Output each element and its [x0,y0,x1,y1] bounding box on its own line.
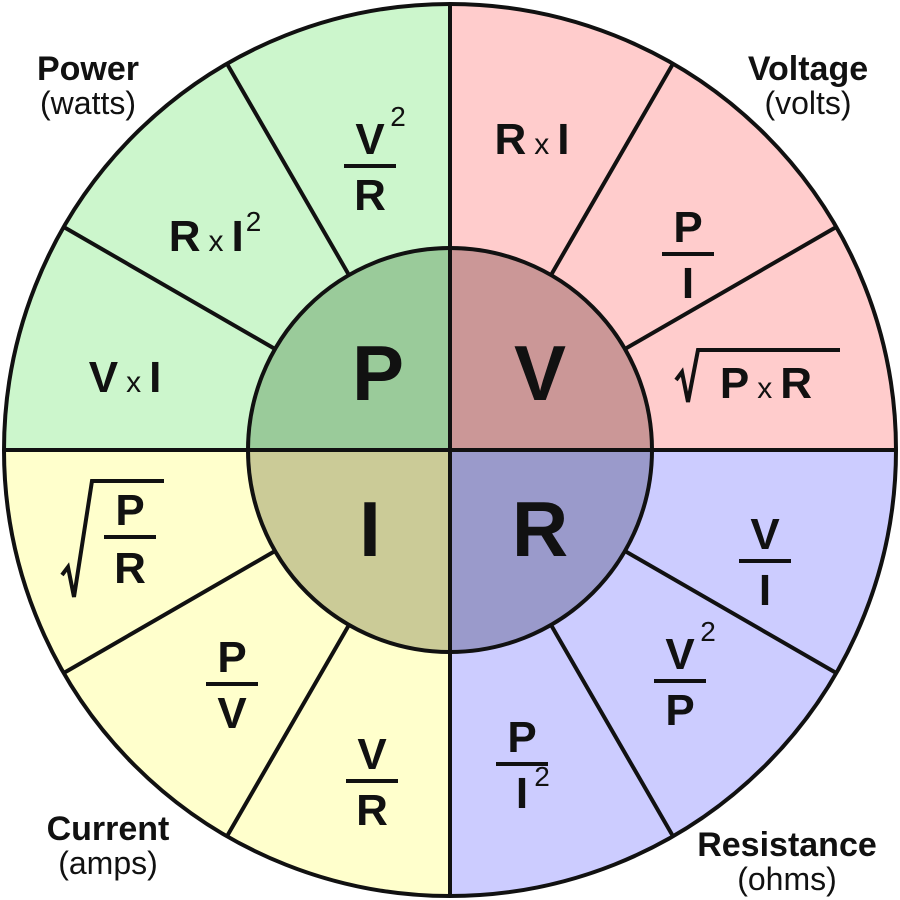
center-letter-power: P [352,329,404,417]
center-letter-voltage: V [514,329,566,417]
spoke-current-1 [225,623,351,838]
inner-sector-power [248,248,450,450]
spoke-voltage-2 [623,225,838,351]
svg-text:R: R [356,786,388,835]
corner-unit-power: (watts) [40,85,136,121]
svg-text:P: P [507,713,536,762]
corner-unit-current: (amps) [58,845,158,881]
svg-text:I: I [759,566,771,615]
svg-text:I: I [516,769,528,818]
spoke-power-1 [62,225,277,351]
svg-text:VxI: VxI [89,353,162,402]
corner-label-resistance: Resistance (ohms) [672,828,900,895]
corner-title-power: Power [36,50,140,88]
formula-current-1: PR [60,479,164,598]
corner-unit-resistance: (ohms) [737,861,837,897]
formula-current-2: PV [206,633,258,738]
corner-title-resistance: Resistance [697,826,877,864]
svg-text:2: 2 [700,616,716,647]
svg-text:R: R [512,485,568,573]
svg-text:R: R [114,544,146,593]
center-letter-resistance: R [512,485,568,573]
corner-title-voltage: Voltage [747,50,869,88]
svg-text:R: R [354,171,386,220]
corner-unit-voltage: (volts) [764,85,852,121]
inner-sector-resistance [450,450,652,652]
corner-label-power: Power (watts) [18,52,158,119]
svg-text:I: I [359,485,381,573]
spoke-current-2 [62,549,277,675]
corner-title-current: Current [46,810,170,848]
svg-text:RxI: RxI [494,115,569,164]
svg-text:I: I [682,259,694,308]
svg-text:V: V [514,329,566,417]
svg-text:PxR: PxR [720,359,812,408]
svg-text:2: 2 [390,101,406,132]
svg-text:P: P [673,203,702,252]
svg-text:V: V [665,630,695,679]
svg-text:2: 2 [534,761,550,792]
spoke-power-2 [225,62,351,277]
center-letter-current: I [359,485,381,573]
formula-current-3: VR [346,730,398,835]
svg-text:V: V [750,510,780,559]
formula-voltage-2: PI [662,203,714,308]
corner-label-voltage: Voltage (volts) [728,52,888,119]
svg-text:V: V [217,689,247,738]
spoke-voltage-1 [549,62,675,277]
svg-text:V: V [357,730,387,779]
inner-sector-voltage [450,248,652,450]
inner-sector-current [248,450,450,652]
svg-text:P: P [665,686,694,735]
formula-resistance-1: VI [739,510,791,615]
corner-label-current: Current (amps) [18,812,198,879]
svg-text:P: P [115,486,144,535]
svg-text:P: P [217,633,246,682]
spoke-resistance-1 [623,549,838,675]
spoke-resistance-2 [549,623,675,838]
svg-text:P: P [352,329,404,417]
svg-text:V: V [355,115,385,164]
